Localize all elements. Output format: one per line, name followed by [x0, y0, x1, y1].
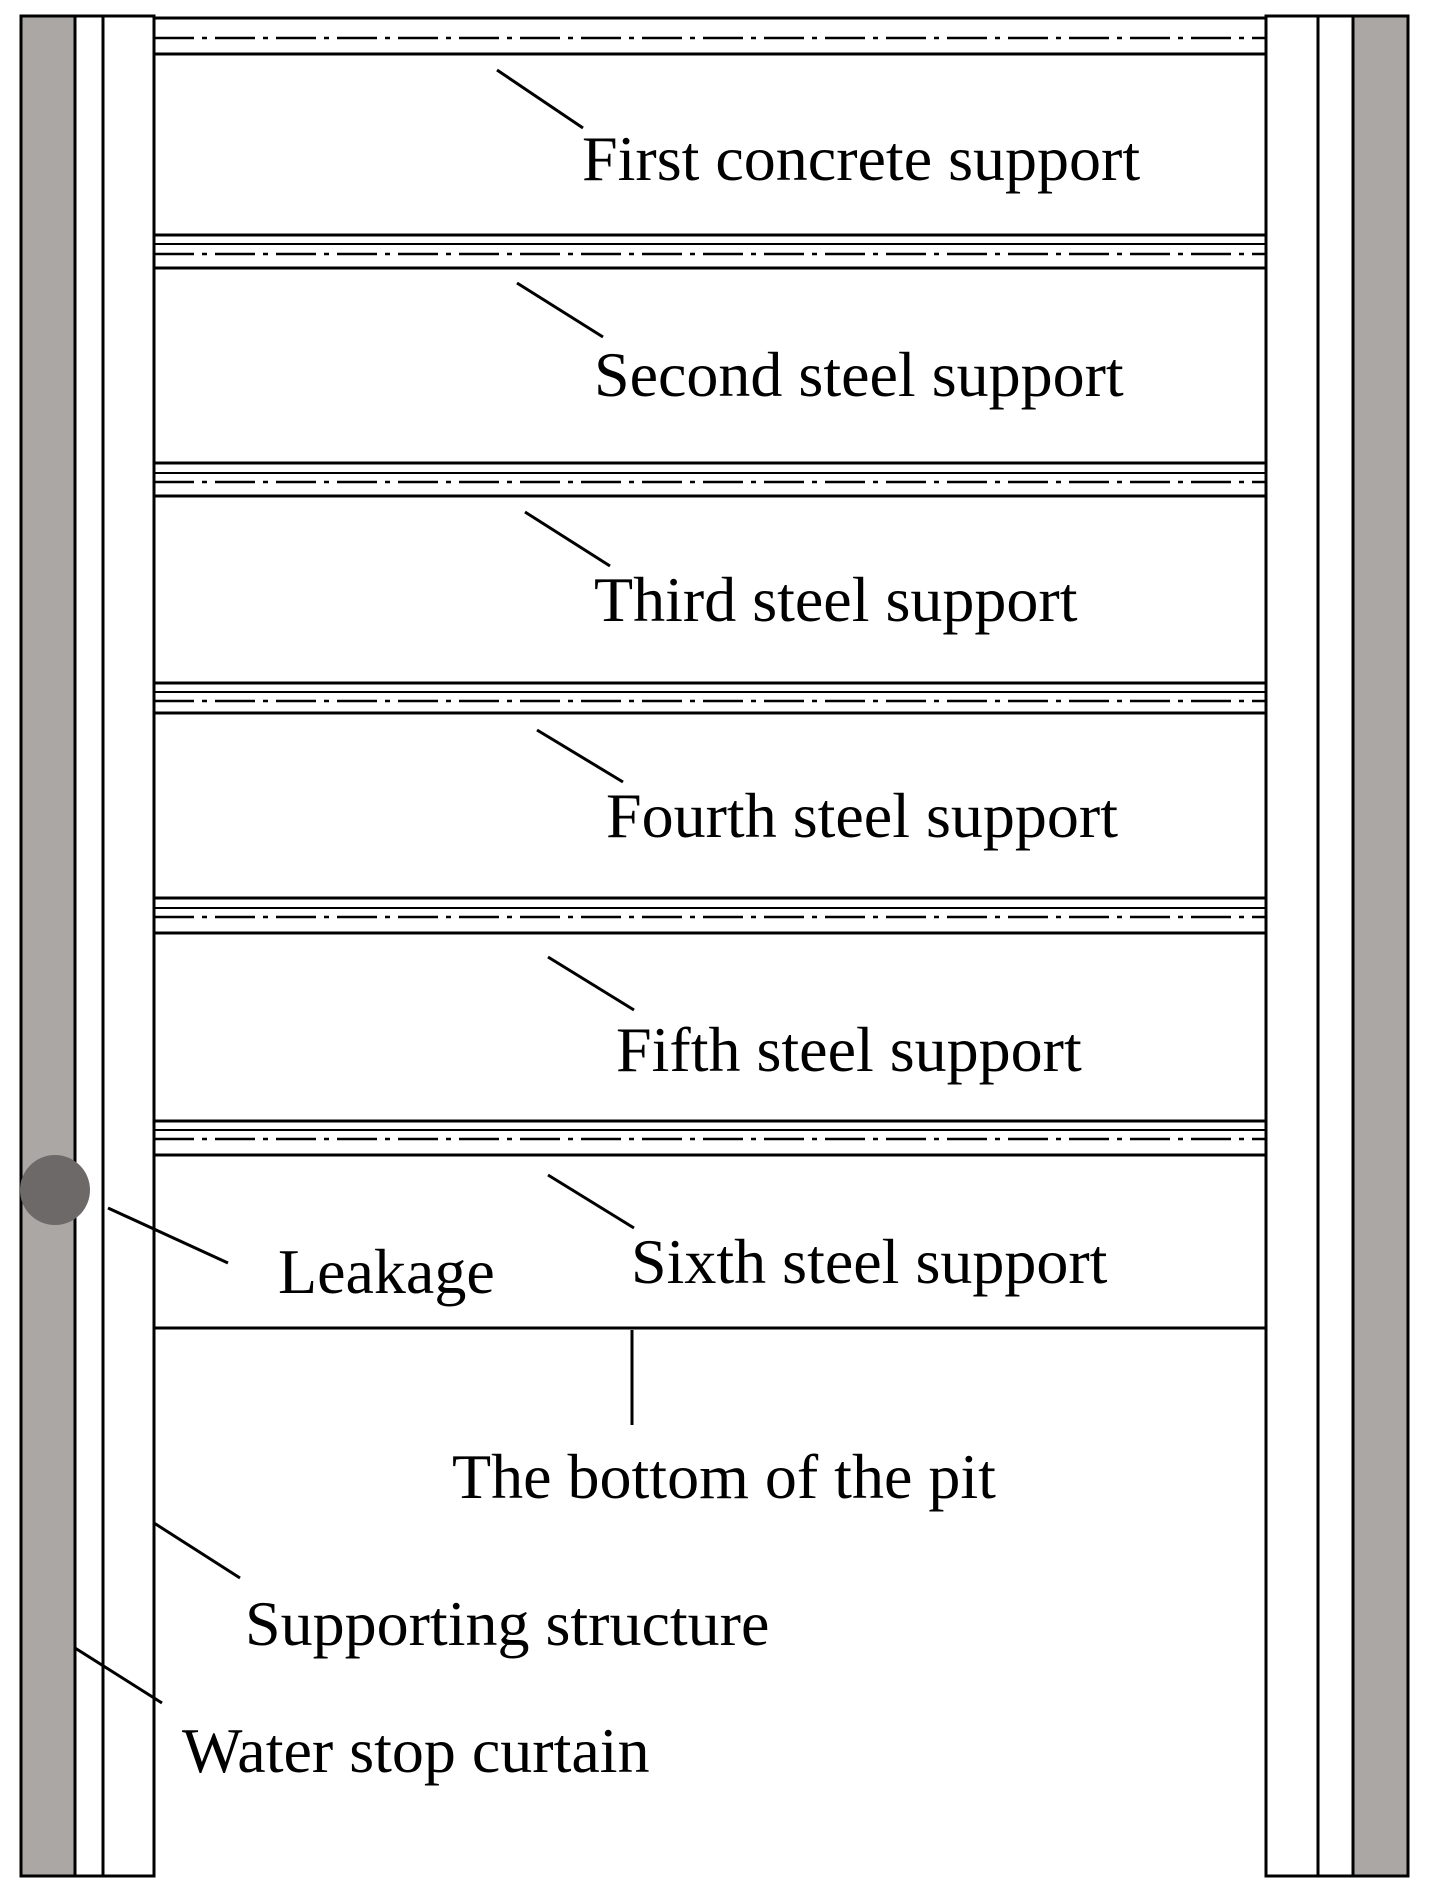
- support-6: [154, 1119, 1266, 1157]
- leader-fifth-support: [547, 955, 635, 1012]
- label-sixth-steel-support: Sixth steel support: [631, 1226, 1108, 1297]
- label-third-steel-support: Third steel support: [594, 564, 1078, 635]
- support-3: [154, 461, 1266, 498]
- label-second-steel-support: Second steel support: [594, 339, 1124, 410]
- support-5: [154, 896, 1266, 935]
- left-water-stop-curtain: [19, 14, 77, 1878]
- right-supporting-structure: [1264, 14, 1320, 1878]
- leader-first-support: [496, 68, 584, 130]
- leader-second-support: [516, 281, 604, 339]
- support-1: [154, 16, 1266, 56]
- support-2: [154, 233, 1266, 270]
- label-pit-bottom: The bottom of the pit: [452, 1441, 996, 1512]
- leader-water-stop-curtain: [74, 1646, 163, 1705]
- leader-supporting-structure: [153, 1521, 241, 1580]
- label-fourth-steel-support: Fourth steel support: [606, 780, 1118, 851]
- support-4: [154, 681, 1266, 715]
- label-fifth-steel-support: Fifth steel support: [616, 1014, 1082, 1085]
- label-first-concrete-support: First concrete support: [582, 123, 1140, 194]
- leader-third-support: [524, 510, 611, 568]
- leakage-marker: [20, 1155, 90, 1225]
- left-supporting-structure: [101, 14, 156, 1878]
- label-leakage: Leakage: [278, 1236, 495, 1307]
- right-water-stop-curtain: [1351, 14, 1410, 1878]
- leader-sixth-support: [547, 1173, 635, 1230]
- leader-fourth-support: [536, 728, 624, 784]
- label-water-stop-curtain: Water stop curtain: [182, 1715, 650, 1786]
- leader-leakage: [107, 1206, 229, 1265]
- label-supporting-structure: Supporting structure: [245, 1588, 769, 1659]
